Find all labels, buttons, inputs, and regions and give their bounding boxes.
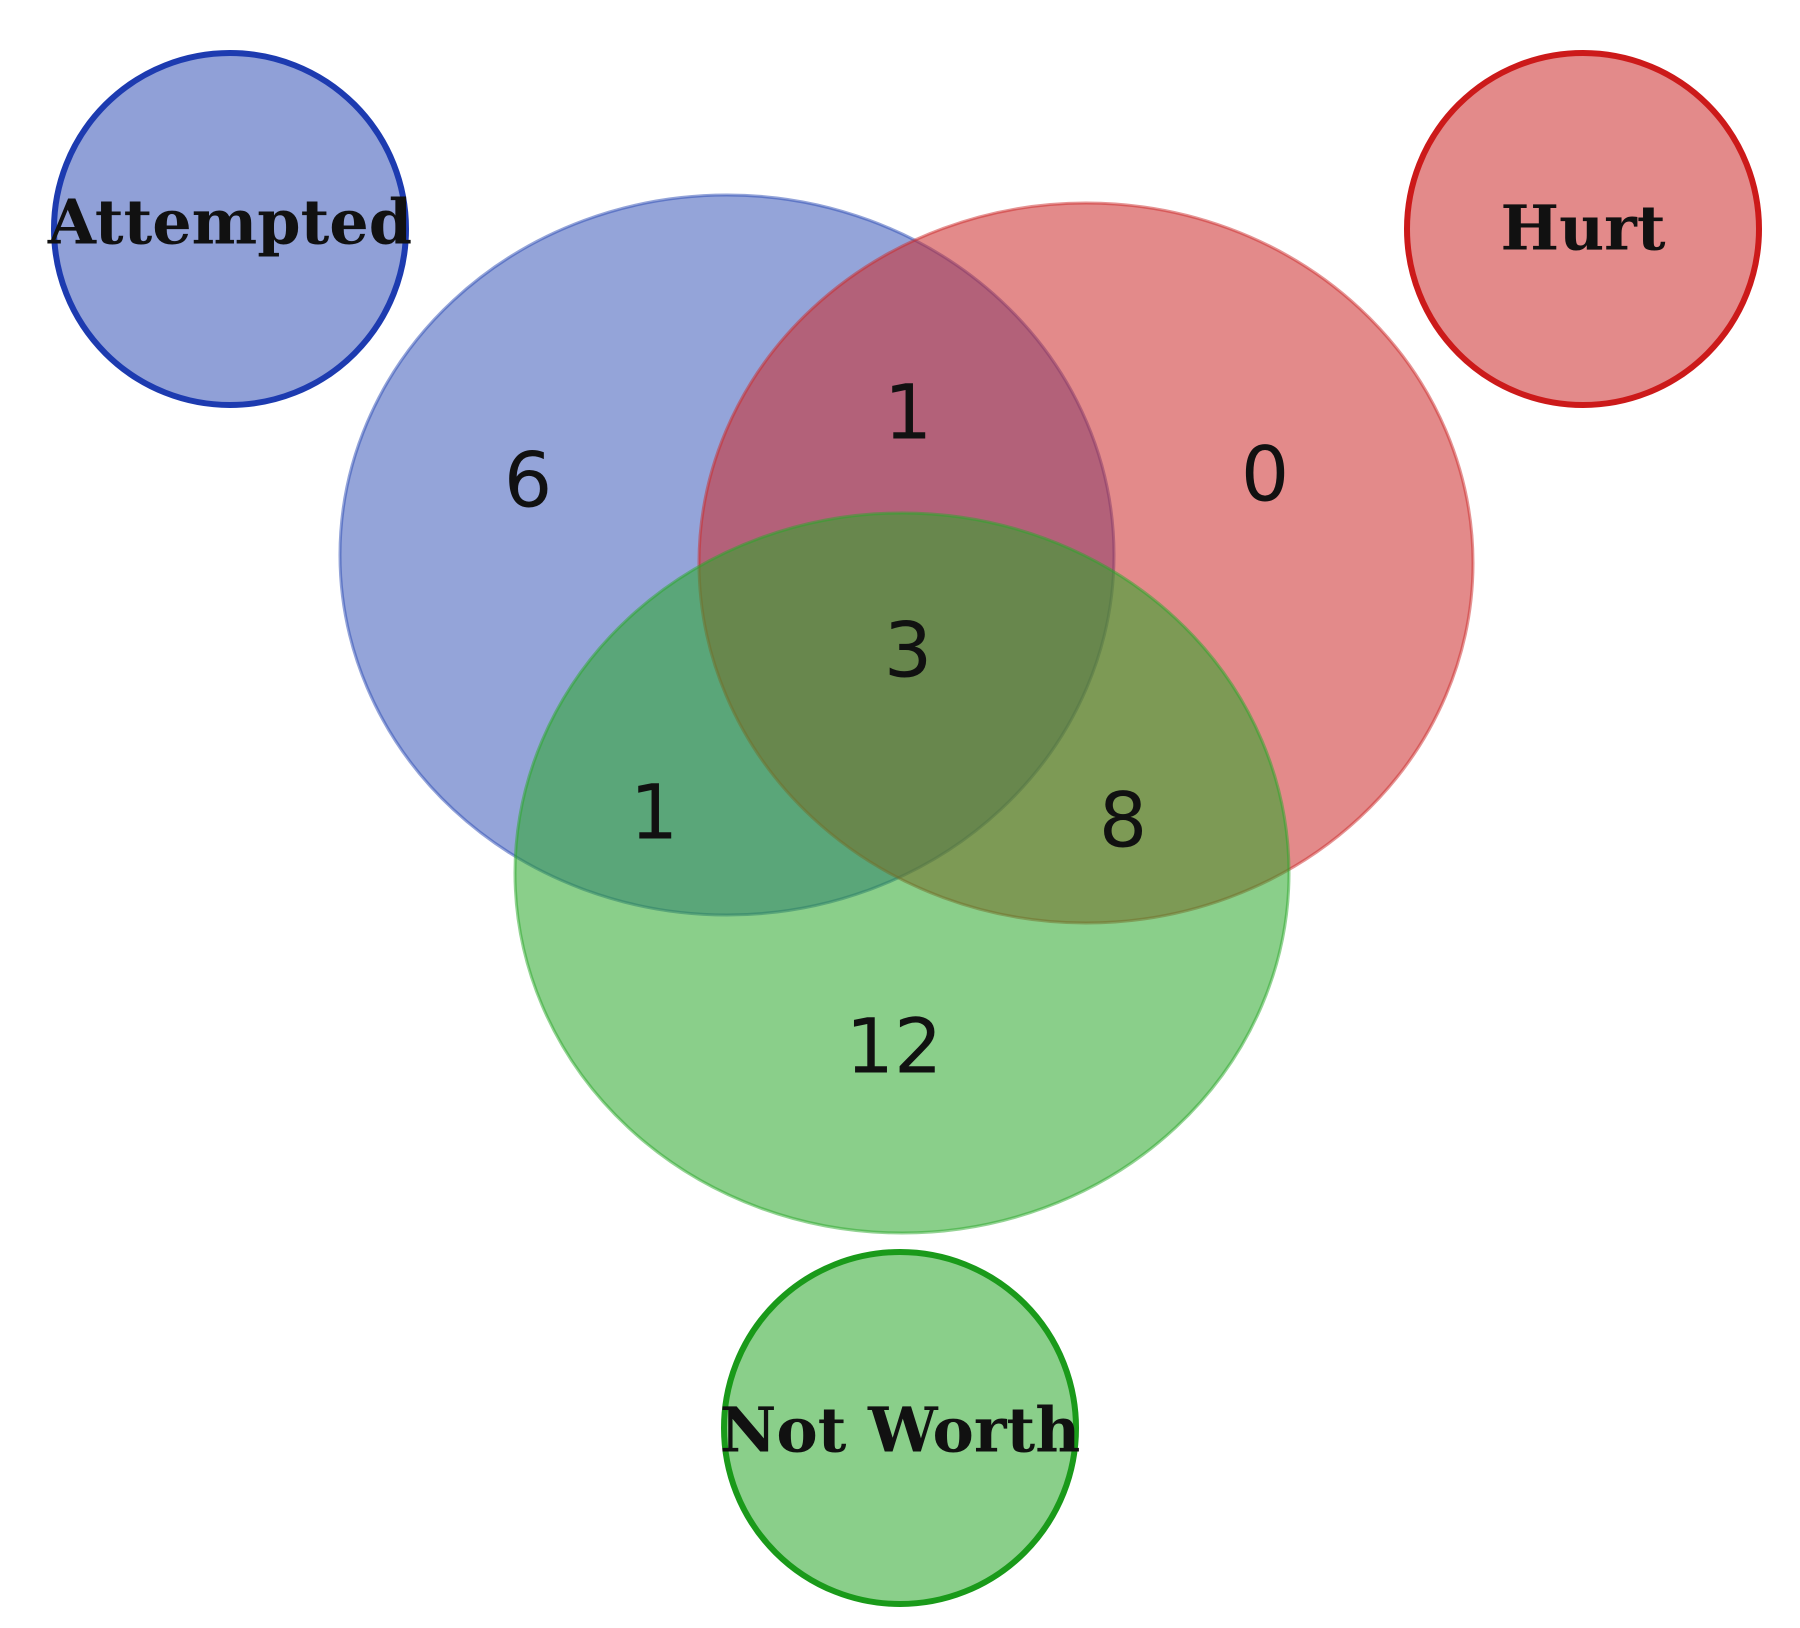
legend-attempted-swatch [51, 50, 409, 408]
region-hurt-only: 0 [1241, 430, 1289, 519]
region-not-worth-only: 12 [846, 1002, 943, 1091]
not-worth-set [513, 511, 1291, 1235]
legend-attempted: Attempted [47, 50, 412, 408]
region-attempted-only: 6 [504, 436, 552, 525]
region-hurt-not-worth: 8 [1099, 776, 1147, 865]
legend-not-worth-label: Not Worth [720, 1394, 1081, 1467]
legend-hurt-label: Hurt [1501, 192, 1666, 265]
region-attempted-hurt: 1 [884, 368, 932, 457]
legend-not-worth-swatch [721, 1249, 1079, 1607]
legend-hurt: Hurt [1404, 50, 1762, 408]
region-attempted-not-worth: 1 [630, 768, 678, 857]
legend-attempted-label: Attempted [47, 186, 412, 259]
region-all-three: 3 [884, 606, 932, 695]
legend-not-worth: Not Worth [720, 1249, 1081, 1607]
legend-hurt-swatch [1404, 50, 1762, 408]
